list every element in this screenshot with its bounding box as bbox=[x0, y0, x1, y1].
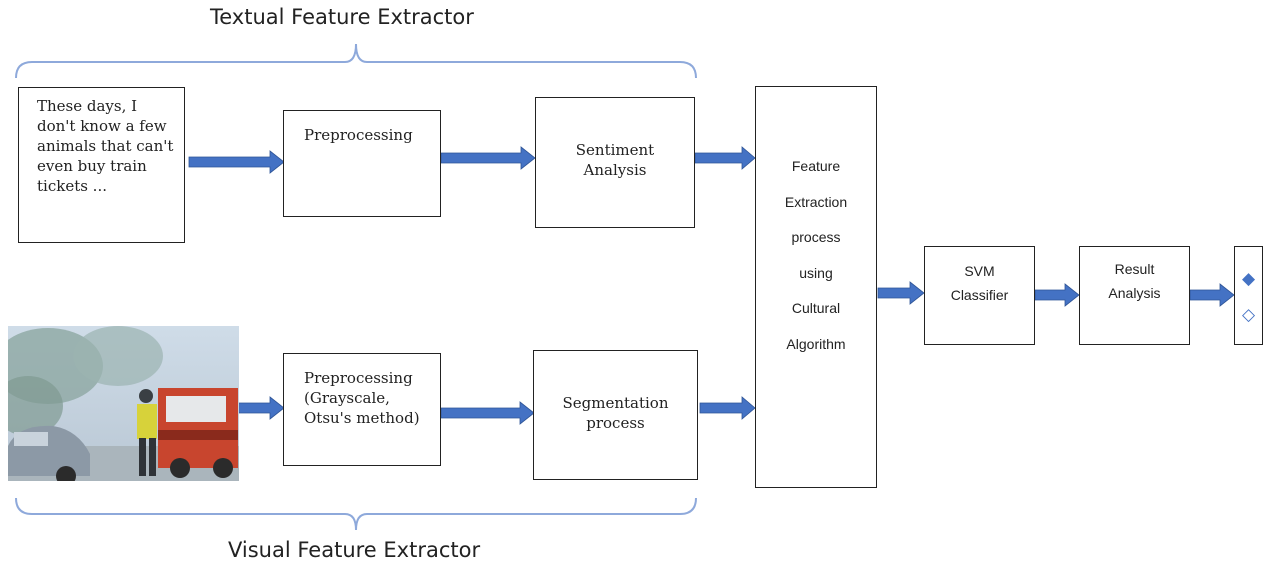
feature-extraction-line: process bbox=[791, 229, 841, 245]
visual-brace bbox=[15, 497, 697, 531]
sentiment-analysis-box: Sentiment Analysis bbox=[535, 97, 695, 228]
arrow-image-to-preprocessing bbox=[236, 396, 285, 420]
arrow-feature-to-svm bbox=[877, 281, 925, 305]
textual-extractor-title: Textual Feature Extractor bbox=[210, 5, 474, 29]
arrow-segmentation-to-feature bbox=[699, 396, 756, 420]
segmentation-box: Segmentation process bbox=[533, 350, 698, 480]
sentiment-analysis-label: Sentiment Analysis bbox=[575, 141, 655, 179]
feature-extraction-line: Algorithm bbox=[786, 335, 846, 352]
arrow-sentiment-to-feature bbox=[694, 146, 756, 170]
arrow-result-to-output bbox=[1189, 283, 1235, 307]
text-input-content: These days, I don't know a few animals t… bbox=[37, 97, 174, 195]
feature-extraction-line: Cultural bbox=[791, 300, 841, 316]
preprocessing-text-box: Preprocessing bbox=[283, 110, 441, 217]
preprocessing-text-label: Preprocessing bbox=[304, 126, 413, 144]
textual-brace bbox=[15, 43, 697, 79]
arrow-preprocessing-to-sentiment bbox=[440, 146, 536, 170]
arrow-preprocessing-to-segmentation bbox=[440, 401, 535, 425]
text-input-box: These days, I don't know a few animals t… bbox=[18, 87, 185, 243]
svm-classifier-box: SVM Classifier bbox=[924, 246, 1035, 345]
feature-extraction-line: using bbox=[799, 264, 833, 281]
street-scene-image bbox=[8, 326, 239, 481]
preprocessing-visual-label: Preprocessing (Grayscale, Otsu's method) bbox=[304, 369, 420, 427]
filled-diamond-icon: ◆ bbox=[1241, 269, 1256, 288]
input-image bbox=[8, 326, 239, 481]
segmentation-label: Segmentation process bbox=[562, 394, 669, 432]
visual-extractor-title: Visual Feature Extractor bbox=[228, 538, 481, 562]
arrow-text-to-preprocessing bbox=[188, 150, 285, 174]
output-box: ◆ ◇ bbox=[1234, 246, 1263, 345]
result-analysis-box: Result Analysis bbox=[1079, 246, 1190, 345]
feature-extraction-text: Feature Extraction process using Cultura… bbox=[756, 149, 876, 362]
preprocessing-visual-box: Preprocessing (Grayscale, Otsu's method) bbox=[283, 353, 441, 466]
result-analysis-label: Result Analysis bbox=[1108, 261, 1161, 301]
feature-extraction-line: Extraction bbox=[784, 193, 848, 210]
hollow-diamond-icon: ◇ bbox=[1241, 305, 1256, 324]
feature-extraction-line: Feature bbox=[791, 158, 841, 174]
svm-classifier-label: SVM Classifier bbox=[950, 263, 1009, 303]
arrow-svm-to-result bbox=[1034, 283, 1080, 307]
feature-extraction-box: Feature Extraction process using Cultura… bbox=[755, 86, 877, 488]
